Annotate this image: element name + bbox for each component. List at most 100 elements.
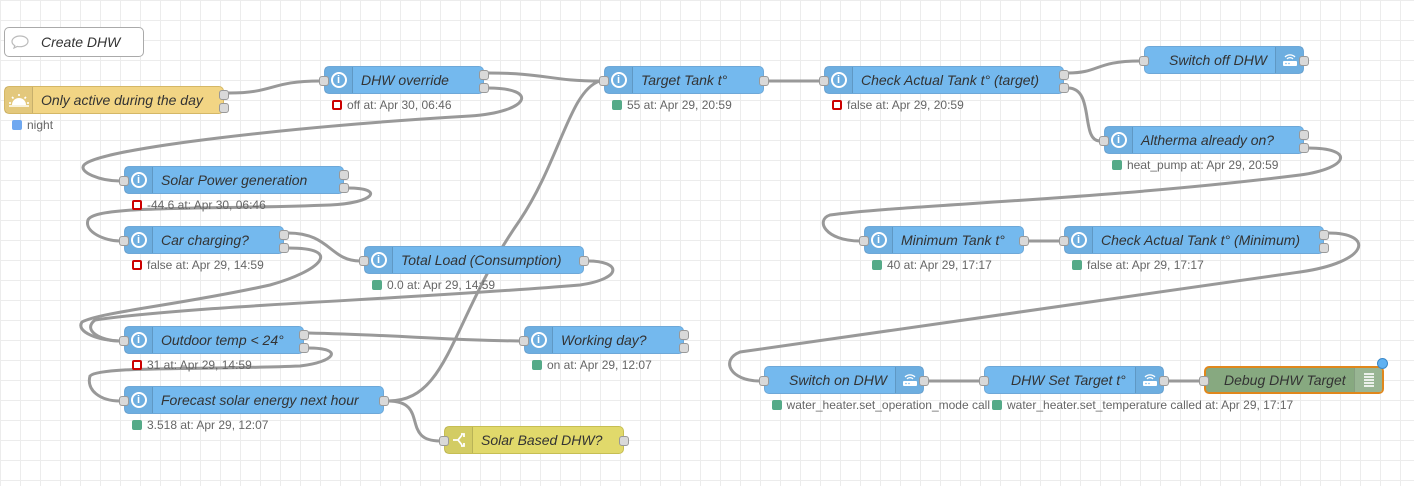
input-port[interactable]: [119, 236, 129, 246]
wire: [1066, 86, 1102, 143]
output-port[interactable]: [1319, 230, 1329, 240]
changed-indicator-dot: [1377, 358, 1388, 369]
input-port[interactable]: [119, 336, 129, 346]
node-label: Car charging?: [161, 232, 249, 248]
status-check-actual-min: false at: Apr 29, 17:17: [1072, 258, 1204, 272]
wire: [486, 71, 602, 83]
wire: [227, 79, 322, 95]
comment-create-dhw[interactable]: Create DHW: [4, 27, 144, 57]
status-total-load: 0.0 at: Apr 29, 14:59: [372, 278, 495, 292]
node-check-actual-target[interactable]: i Check Actual Tank t° (target): [819, 66, 1069, 94]
info-icon: i: [125, 167, 153, 193]
input-port[interactable]: [759, 376, 769, 386]
output-port[interactable]: [1059, 83, 1069, 93]
node-label: Outdoor temp < 24°: [161, 332, 284, 348]
output-port[interactable]: [1299, 143, 1309, 153]
output-port[interactable]: [379, 396, 389, 406]
node-only-active[interactable]: Only active during the day: [4, 86, 229, 114]
node-total-load[interactable]: i Total Load (Consumption): [359, 246, 589, 274]
switch-icon: [445, 427, 473, 453]
wire: [81, 86, 524, 183]
node-working-day[interactable]: i Working day?: [519, 326, 689, 354]
status-outdoor-temp: 31 at: Apr 29, 14:59: [132, 358, 252, 372]
status-target-tank: 55 at: Apr 29, 20:59: [612, 98, 732, 112]
sun-icon: [5, 87, 33, 113]
output-port[interactable]: [299, 343, 309, 353]
node-label: Only active during the day: [41, 92, 203, 108]
info-icon: i: [1105, 127, 1133, 153]
output-port[interactable]: [1159, 376, 1169, 386]
status-car-charging: false at: Apr 29, 14:59: [132, 258, 264, 272]
node-label: Solar Based DHW?: [481, 432, 603, 448]
output-port[interactable]: [1299, 56, 1309, 66]
node-car-charging[interactable]: i Car charging?: [119, 226, 289, 254]
output-port[interactable]: [759, 76, 769, 86]
debug-list-icon[interactable]: [1354, 368, 1382, 392]
input-port[interactable]: [359, 256, 369, 266]
router-icon: [895, 367, 923, 393]
wire: [386, 79, 602, 403]
node-label: DHW override: [361, 72, 449, 88]
output-port[interactable]: [479, 70, 489, 80]
wire: [821, 146, 1343, 243]
input-port[interactable]: [819, 76, 829, 86]
node-switch-on-dhw[interactable]: Switch on DHW: [759, 366, 929, 394]
input-port[interactable]: [1099, 136, 1109, 146]
output-port[interactable]: [339, 170, 349, 180]
input-port[interactable]: [599, 76, 609, 86]
input-port[interactable]: [1059, 236, 1069, 246]
node-solar-power[interactable]: i Solar Power generation: [119, 166, 349, 194]
node-label: Check Actual Tank t° (Minimum): [1101, 232, 1301, 248]
node-label: Switch on DHW: [789, 372, 888, 388]
input-port[interactable]: [319, 76, 329, 86]
node-label: Switch off DHW: [1169, 52, 1268, 68]
info-icon: i: [125, 387, 153, 413]
node-check-actual-min[interactable]: i Check Actual Tank t° (Minimum): [1059, 226, 1329, 254]
input-port[interactable]: [519, 336, 529, 346]
input-port[interactable]: [119, 396, 129, 406]
output-port[interactable]: [679, 330, 689, 340]
node-label: Total Load (Consumption): [401, 252, 562, 268]
node-debug-dhw[interactable]: Debug DHW Target: [1199, 358, 1388, 394]
node-solar-based[interactable]: Solar Based DHW?: [439, 426, 629, 454]
output-port[interactable]: [219, 90, 229, 100]
output-port[interactable]: [279, 243, 289, 253]
input-port[interactable]: [1139, 56, 1149, 66]
output-port[interactable]: [1059, 70, 1069, 80]
wire: [86, 186, 372, 243]
output-port[interactable]: [479, 83, 489, 93]
output-port[interactable]: [919, 376, 929, 386]
status-altherma-on: heat_pump at: Apr 29, 20:59: [1112, 158, 1278, 172]
output-port[interactable]: [339, 183, 349, 193]
output-port[interactable]: [1019, 236, 1029, 246]
node-dhw-set-target[interactable]: DHW Set Target t°: [979, 366, 1169, 394]
info-icon: i: [825, 67, 853, 93]
output-port[interactable]: [299, 330, 309, 340]
output-port[interactable]: [279, 230, 289, 240]
input-port[interactable]: [859, 236, 869, 246]
output-port[interactable]: [579, 256, 589, 266]
output-port[interactable]: [1319, 243, 1329, 253]
status-min-tank: 40 at: Apr 29, 17:17: [872, 258, 992, 272]
node-forecast-solar[interactable]: i Forecast solar energy next hour: [119, 386, 389, 414]
node-min-tank[interactable]: i Minimum Tank t°: [859, 226, 1029, 254]
node-altherma-on[interactable]: i Altherma already on?: [1099, 126, 1309, 154]
input-port[interactable]: [439, 436, 449, 446]
node-label: Working day?: [561, 332, 647, 348]
node-outdoor-temp[interactable]: i Outdoor temp < 24°: [119, 326, 309, 354]
input-port[interactable]: [979, 376, 989, 386]
output-port[interactable]: [1299, 130, 1309, 140]
info-icon: i: [365, 247, 393, 273]
comment-label: Create DHW: [41, 34, 121, 50]
input-port[interactable]: [119, 176, 129, 186]
node-dhw-override[interactable]: i DHW override: [319, 66, 489, 94]
output-port[interactable]: [679, 343, 689, 353]
output-port[interactable]: [219, 103, 229, 113]
wire: [306, 331, 522, 343]
node-target-tank[interactable]: i Target Tank t°: [599, 66, 769, 94]
node-switch-off-dhw[interactable]: Switch off DHW: [1139, 46, 1309, 74]
input-port[interactable]: [1199, 376, 1209, 386]
output-port[interactable]: [619, 436, 629, 446]
status-check-actual-target: false at: Apr 29, 20:59: [832, 98, 964, 112]
